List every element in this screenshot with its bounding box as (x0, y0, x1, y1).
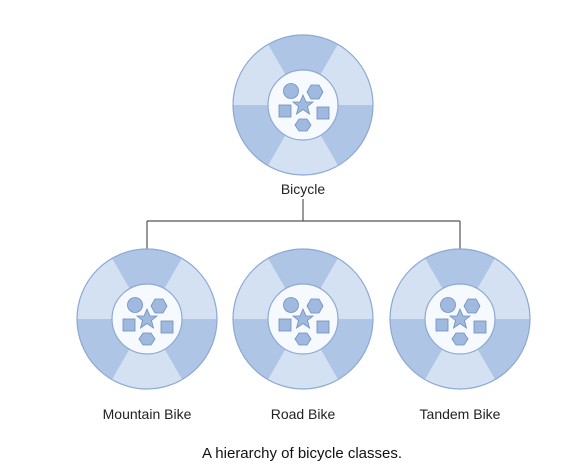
bicycle-label: Bicycle (280, 181, 326, 197)
road-bike-label: Road Bike (270, 406, 336, 422)
mountain-bike-class-icon (76, 248, 218, 390)
connector-lines (146, 199, 461, 250)
tandem-bike-class-icon (389, 248, 531, 390)
figure-caption: A hierarchy of bicycle classes. (201, 445, 403, 462)
road-bike-class-icon (232, 248, 374, 390)
tandem-bike-label: Tandem Bike (419, 406, 501, 422)
bicycle-class-icon (232, 34, 374, 176)
mountain-bike-label: Mountain Bike (102, 406, 192, 422)
